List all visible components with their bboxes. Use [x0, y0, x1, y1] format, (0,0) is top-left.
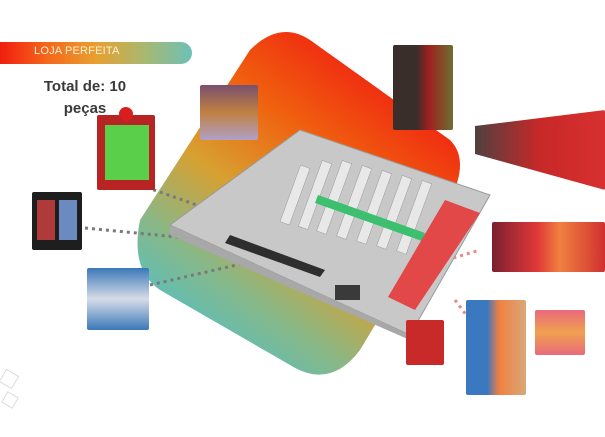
- fixture-island-pink[interactable]: [535, 310, 585, 355]
- connector-line: [84, 226, 261, 247]
- fixture-refrigerator-green[interactable]: [97, 107, 155, 190]
- connector-line: [149, 253, 281, 287]
- total-line-2: peças: [63, 100, 107, 117]
- storage-block: [335, 285, 360, 300]
- coca-cola-badge: [119, 107, 133, 121]
- title-banner: [0, 42, 192, 64]
- fixture-display-blue-orange[interactable]: [466, 300, 526, 395]
- highlighted-aisle: [315, 195, 425, 241]
- fixture-gondola-red[interactable]: [492, 222, 605, 272]
- checkout-lanes: [225, 235, 325, 277]
- banner-label: LOJA PERFEITA: [34, 45, 120, 57]
- store-floor-plan: [169, 129, 491, 340]
- fixture-cooler-black[interactable]: [32, 192, 82, 250]
- fixture-wire-rack-blue[interactable]: [87, 268, 149, 330]
- total-pieces-text: Total de: 10 peças: [30, 76, 140, 120]
- fixture-endcap-dark[interactable]: [393, 45, 453, 130]
- decorative-squares: [0, 368, 20, 409]
- total-line-1: Total de: 10: [43, 78, 127, 95]
- fixture-pallet-purple[interactable]: [200, 85, 258, 140]
- highlighted-zone: [388, 200, 480, 310]
- fixture-display-red-small[interactable]: [406, 320, 444, 365]
- connector-line: [139, 183, 226, 217]
